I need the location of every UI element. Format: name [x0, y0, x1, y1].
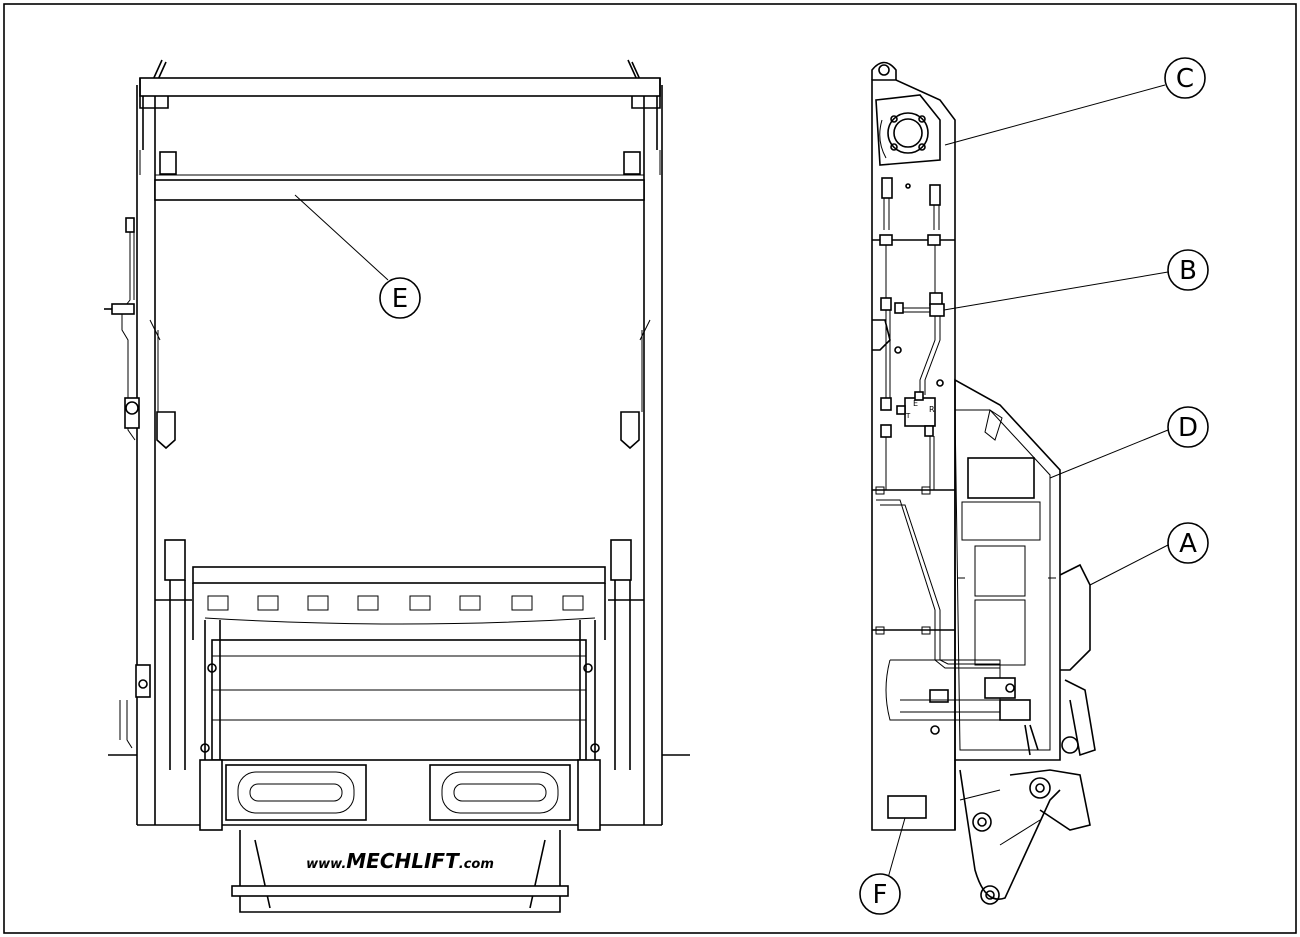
callout-circle-f	[859, 873, 901, 915]
callout-circle-d	[1167, 406, 1209, 448]
valve-port-e: E	[913, 399, 918, 408]
hopper-fingers	[204, 595, 596, 625]
callout-label-b: B	[1179, 256, 1197, 286]
callout-label-d: D	[1178, 413, 1198, 443]
side-view: E R T	[859, 57, 1209, 915]
front-view: www.MECHLIFT.com E	[104, 59, 690, 913]
callout-label-a: A	[1179, 529, 1197, 559]
callout-label-f: F	[873, 880, 888, 910]
callout-circle-c	[1164, 57, 1206, 99]
callout-circle-a	[1167, 522, 1209, 564]
callout-label-e: E	[392, 284, 408, 314]
callout-circle-e	[379, 277, 421, 319]
brand-label: www.MECHLIFT.com	[306, 849, 494, 873]
valve-port-r: R	[929, 405, 935, 414]
callout-label-c: C	[1176, 64, 1194, 94]
valve-port-t: T	[905, 412, 911, 420]
callout-circle-b	[1167, 249, 1209, 291]
drawing-border	[3, 3, 1297, 934]
